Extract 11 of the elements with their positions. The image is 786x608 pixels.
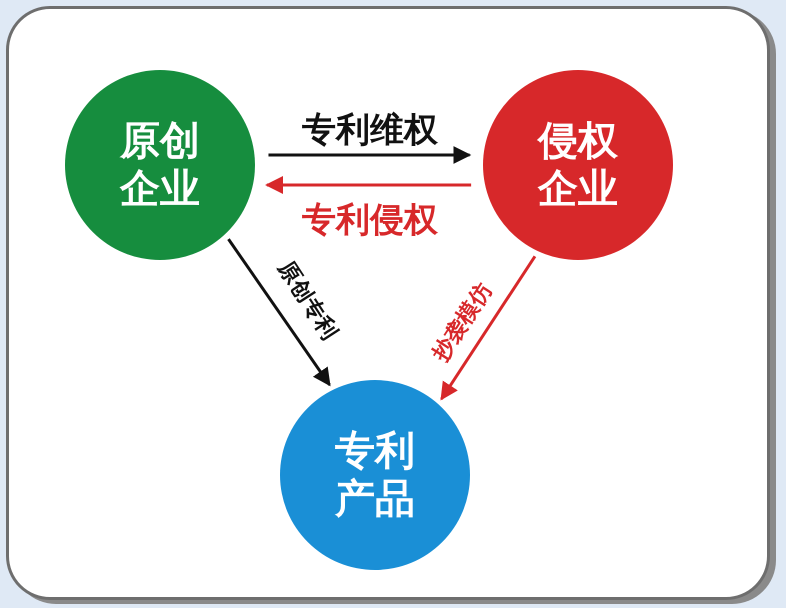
edge-label: 专利维权 bbox=[302, 113, 438, 147]
arrow bbox=[268, 146, 472, 164]
edge-label: 原创专利 bbox=[274, 257, 342, 343]
edge-label: 抄袭模仿 bbox=[428, 279, 496, 365]
node-label: 原创企业 bbox=[118, 117, 201, 213]
node-label: 专利产品 bbox=[334, 427, 416, 523]
arrow bbox=[265, 176, 472, 194]
arrow bbox=[227, 238, 331, 386]
arrow bbox=[440, 255, 536, 401]
edge-label: 专利侵权 bbox=[302, 203, 438, 237]
node-label: 侵权企业 bbox=[536, 117, 619, 213]
